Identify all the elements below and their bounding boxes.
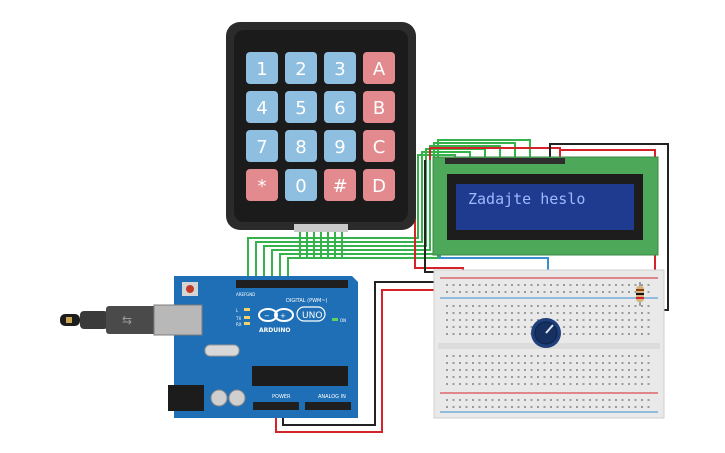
- svg-text:+: +: [280, 312, 286, 320]
- rx-label: RX: [236, 322, 242, 327]
- keypad-key-label: 2: [295, 59, 306, 80]
- keypad-key-7[interactable]: [246, 130, 278, 162]
- keypad-key-label: 9: [334, 137, 345, 158]
- power-header: [253, 402, 299, 410]
- potentiometer: [531, 318, 561, 348]
- keypad-key-1[interactable]: [246, 52, 278, 84]
- keypad-key-label: 4: [256, 98, 267, 119]
- keypad-key-label: 8: [295, 137, 306, 158]
- keypad-key-*[interactable]: [246, 169, 278, 201]
- arduino-logo: − +: [258, 308, 294, 322]
- keypad-keys: 1 2 3 A 4 5 6 B 7 8 9 C * 0 # D: [246, 52, 395, 201]
- svg-text:⇆: ⇆: [122, 313, 132, 327]
- brand-label: ARDUINO: [259, 327, 290, 334]
- keypad-key-label: 5: [295, 98, 306, 119]
- keypad-key-8[interactable]: [285, 130, 317, 162]
- keypad-key-3[interactable]: [324, 52, 356, 84]
- l-label: L: [236, 308, 239, 313]
- usb-jack: [153, 304, 203, 336]
- keypad-key-C[interactable]: [363, 130, 395, 162]
- keypad-key-label: B: [373, 98, 385, 119]
- lcd-screen: [456, 184, 634, 230]
- lcd-pin-header: [445, 158, 565, 164]
- aref-label: AREF: [236, 292, 247, 297]
- keypad: 1 2 3 A 4 5 6 B 7 8 9 C * 0 # D: [226, 22, 416, 232]
- keypad-key-label: 0: [295, 176, 306, 197]
- keypad-key-label: 6: [334, 98, 345, 119]
- crystal: [204, 344, 240, 357]
- keypad-key-label: 3: [334, 59, 345, 80]
- microcontroller-chip: [252, 366, 348, 386]
- keypad-key-5[interactable]: [285, 91, 317, 123]
- keypad-key-label: D: [372, 176, 386, 197]
- keypad-key-4[interactable]: [246, 91, 278, 123]
- keypad-key-label: A: [373, 59, 386, 80]
- model-badge: [296, 306, 326, 322]
- on-label: ON: [340, 318, 346, 323]
- keypad-key-label: *: [258, 176, 267, 197]
- arduino-board: ⇆ AREF GND DIGITAL (PWM~) L TX RX −: [60, 276, 358, 418]
- resistor: [636, 282, 644, 306]
- power-label: POWER: [272, 394, 291, 400]
- keypad-key-label: #: [332, 176, 347, 197]
- keypad-key-D[interactable]: [363, 169, 395, 201]
- digital-label: DIGITAL (PWM~): [286, 298, 328, 304]
- keypad-key-2[interactable]: [285, 52, 317, 84]
- keypad-key-label: 1: [256, 59, 267, 80]
- gnd-label: GND: [246, 292, 255, 297]
- keypad-key-B[interactable]: [363, 91, 395, 123]
- model-label: UNO: [302, 311, 322, 321]
- keypad-key-label: C: [373, 137, 386, 158]
- analog-header: [305, 402, 351, 410]
- svg-text:−: −: [264, 312, 270, 320]
- lcd-module: Zadajte heslo: [432, 156, 659, 256]
- keypad-connector: [294, 224, 348, 232]
- lcd-text: Zadajte heslo: [468, 190, 585, 208]
- tx-label: TX: [235, 316, 241, 321]
- keypad-key-label: 7: [256, 137, 267, 158]
- dc-jack: [168, 385, 204, 411]
- usb-cable: ⇆: [60, 306, 156, 334]
- keypad-key-0[interactable]: [285, 169, 317, 201]
- keypad-key-9[interactable]: [324, 130, 356, 162]
- keypad-key-6[interactable]: [324, 91, 356, 123]
- keypad-key-#[interactable]: [324, 169, 356, 201]
- breadboard: [433, 269, 665, 419]
- analog-label: ANALOG IN: [318, 394, 346, 400]
- breadboard-holes: [446, 284, 650, 408]
- digital-header: [236, 280, 348, 288]
- keypad-key-A[interactable]: [363, 52, 395, 84]
